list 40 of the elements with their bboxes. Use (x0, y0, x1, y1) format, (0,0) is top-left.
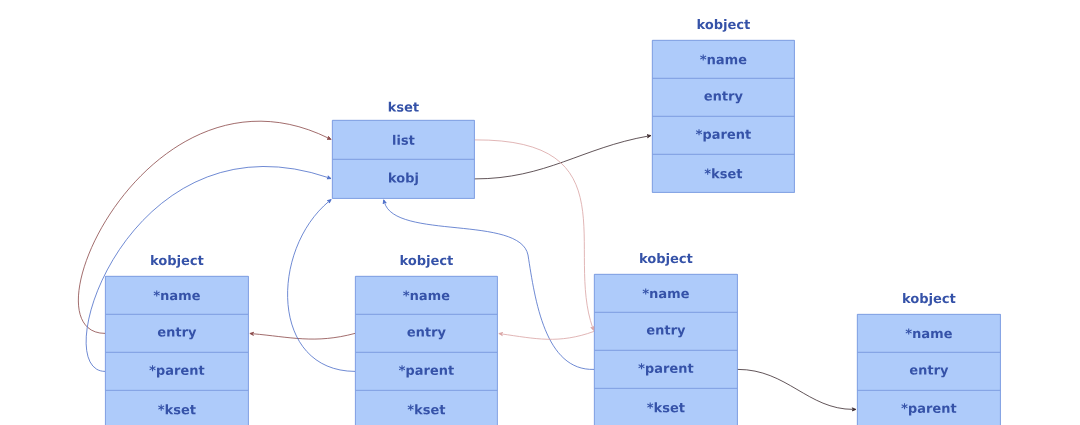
field-cell: entry (355, 314, 498, 353)
arrow (498, 331, 595, 340)
node-label: *kset (407, 404, 446, 415)
arrow (249, 331, 356, 340)
field-cell: entry (857, 352, 1001, 391)
node-label: kobject (903, 293, 956, 306)
field-cell: entry (652, 78, 795, 117)
field-cell: *parent (105, 352, 249, 391)
arrow (737, 369, 857, 412)
field-cell: *name (105, 276, 249, 315)
field-cell: list (332, 120, 475, 160)
field-cell: *kset (355, 390, 498, 425)
field-cell: *parent (355, 352, 498, 391)
field-cell: *name (857, 314, 1001, 353)
field-cell: *name (652, 40, 795, 79)
field-cell: *name (594, 274, 738, 313)
field-cell: *kset (594, 388, 738, 425)
arrow (382, 199, 595, 370)
node-label: kobject (151, 255, 204, 268)
node-label: kobject (640, 253, 693, 266)
field-cell: *parent (594, 350, 738, 389)
node-label: *kset (158, 404, 196, 415)
field-cell: kobj (332, 159, 475, 199)
field-cell: *parent (857, 390, 1001, 425)
arrow (474, 134, 652, 180)
field-cell: *kset (652, 154, 795, 193)
field-cell: *parent (652, 116, 795, 155)
field-cell: *name (355, 276, 498, 315)
arrow (474, 139, 595, 331)
node-label: *parent (901, 403, 957, 416)
node-label: kobject (697, 19, 750, 32)
field-cell: *kset (105, 390, 249, 425)
arrow (86, 166, 332, 372)
field-cell: entry (594, 312, 738, 351)
node-label: *kset (647, 402, 685, 413)
node-label: kset (388, 101, 419, 112)
arrow (78, 121, 332, 334)
field-cell: entry (105, 314, 249, 353)
arrow (287, 199, 356, 372)
node-label: kobject (400, 255, 453, 268)
